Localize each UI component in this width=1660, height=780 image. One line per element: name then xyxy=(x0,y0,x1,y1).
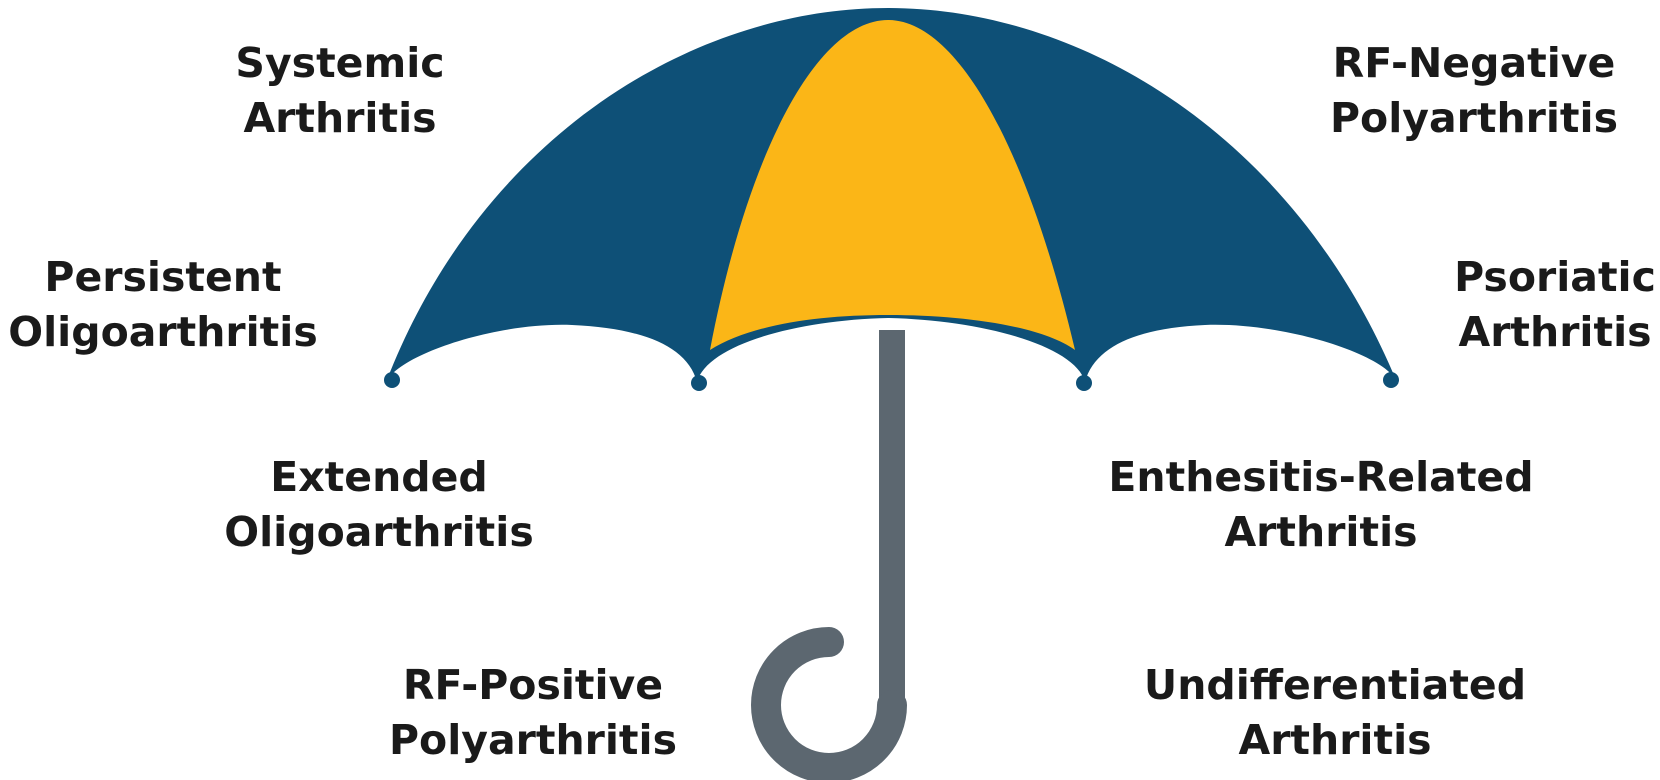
label-enthesitis-related-arthritis: Enthesitis-Related Arthritis xyxy=(1108,450,1533,560)
label-line: Extended xyxy=(224,450,533,505)
label-line: Arthritis xyxy=(235,91,444,146)
label-line: Psoriatic xyxy=(1454,250,1656,305)
umbrella-rib-tip xyxy=(691,375,707,391)
label-line: Persistent xyxy=(8,250,317,305)
label-line: Arthritis xyxy=(1454,305,1656,360)
umbrella-shaft xyxy=(879,330,905,708)
umbrella-rib-tip xyxy=(384,372,400,388)
label-line: Arthritis xyxy=(1144,713,1526,768)
label-extended-oligoarthritis: Extended Oligoarthritis xyxy=(224,450,533,560)
label-undifferentiated-arthritis: Undifferentiated Arthritis xyxy=(1144,658,1526,768)
label-rf-negative-polyarthritis: RF-Negative Polyarthritis xyxy=(1330,36,1618,146)
label-line: RF-Positive xyxy=(389,658,677,713)
umbrella-rib-tip xyxy=(1076,375,1092,391)
label-systemic-arthritis: Systemic Arthritis xyxy=(235,36,444,146)
label-line: Arthritis xyxy=(1108,505,1533,560)
label-persistent-oligoarthritis: Persistent Oligoarthritis xyxy=(8,250,317,360)
label-line: Undifferentiated xyxy=(1144,658,1526,713)
label-line: Enthesitis-Related xyxy=(1108,450,1533,505)
label-line: Polyarthritis xyxy=(389,713,677,768)
label-rf-positive-polyarthritis: RF-Positive Polyarthritis xyxy=(389,658,677,768)
label-line: Oligoarthritis xyxy=(224,505,533,560)
label-line: Systemic xyxy=(235,36,444,91)
label-psoriatic-arthritis: Psoriatic Arthritis xyxy=(1454,250,1656,360)
umbrella-rib-tip xyxy=(1383,372,1399,388)
label-line: Polyarthritis xyxy=(1330,91,1618,146)
umbrella-handle-hook xyxy=(766,642,892,768)
label-line: RF-Negative xyxy=(1330,36,1618,91)
label-line: Oligoarthritis xyxy=(8,305,317,360)
